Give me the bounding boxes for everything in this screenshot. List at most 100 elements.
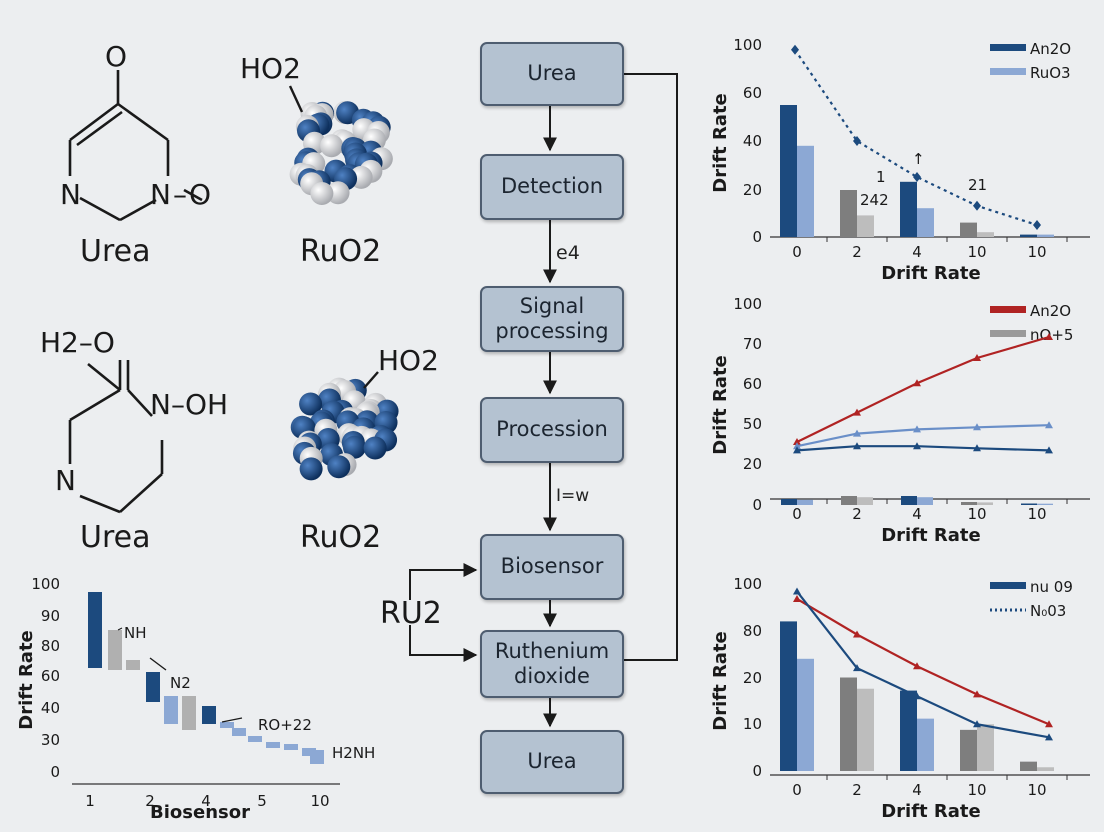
flow-node-procession[interactable]: Procession [480, 397, 624, 463]
flow-node-ruthenium-dioxide[interactable]: Ruthenium dioxide [480, 630, 624, 698]
y-tick-label: 0 [752, 762, 762, 780]
ruthenium-atom [299, 392, 323, 416]
y-tick-label: 60 [743, 84, 762, 102]
series-marker [1045, 733, 1053, 741]
series-marker [853, 429, 861, 437]
annotation-leader [221, 717, 243, 723]
x-tick-label: 10 [310, 792, 329, 810]
bar [977, 502, 993, 505]
oxygen-atom [310, 182, 334, 206]
x-tick-label: 4 [912, 505, 922, 523]
y-tick-label: 100 [733, 575, 762, 593]
bar [901, 496, 917, 505]
annotation-leader [149, 657, 167, 671]
flow-node-urea-start[interactable]: Urea [480, 42, 624, 106]
x-axis-title: Drift Rate [881, 801, 981, 822]
y-tick-label: 50 [743, 415, 762, 433]
series-marker [1045, 333, 1053, 340]
series-marker [793, 438, 801, 445]
bar [781, 499, 797, 505]
ru2-input-label: RU2 [380, 596, 442, 631]
y-tick-label: 0 [752, 496, 762, 514]
y-tick-label: 100 [733, 36, 762, 54]
floating-bar [164, 696, 178, 724]
legend-swatch [990, 68, 1026, 75]
ruthenium-atom [342, 435, 366, 459]
legend-label: RuO3 [1030, 64, 1071, 82]
x-tick-label: 10 [1027, 505, 1046, 523]
ho2-label-bottom: HO2 [378, 344, 439, 377]
x-tick-label: 0 [792, 781, 802, 799]
flow-node-detection[interactable]: Detection [480, 154, 624, 220]
trend-line [794, 49, 1038, 227]
y-tick-label: 20 [743, 181, 762, 199]
y-axis-title: Drift Rate [710, 355, 731, 455]
series-marker [973, 444, 981, 452]
ruo2-cluster-bottom [290, 377, 399, 481]
bar [961, 502, 977, 505]
series-marker [853, 442, 861, 450]
y-tick-label: 100 [31, 575, 60, 593]
bar [797, 145, 814, 237]
annotation: 21 [968, 176, 987, 194]
x-tick-label: 2 [852, 505, 862, 523]
y-tick-label: 100 [733, 295, 762, 313]
floating-bar [182, 696, 196, 730]
y-axis-title: Drift Rate [710, 631, 731, 731]
flow-node-biosensor[interactable]: Biosensor [480, 534, 624, 600]
bar [900, 181, 917, 237]
annotation: 1 [876, 168, 886, 186]
bar [857, 215, 874, 237]
series-line [796, 590, 1050, 739]
bar [960, 729, 977, 771]
y-tick-label: 0 [50, 763, 60, 781]
bar [1020, 761, 1037, 771]
flow-node-urea-end[interactable]: Urea [480, 730, 624, 794]
series-marker [793, 587, 801, 595]
urea-structure-top [68, 70, 203, 222]
x-tick-label: 10 [1027, 243, 1046, 261]
y-tick-label: 20 [743, 669, 762, 687]
bar [841, 496, 857, 505]
bar [797, 658, 814, 771]
y-tick-label: 60 [41, 667, 60, 685]
bar [1021, 503, 1037, 505]
edge-label-e4: e4 [556, 242, 580, 264]
bar [797, 499, 813, 505]
ruo2-label-top: RuO2 [300, 234, 382, 269]
trend-marker [1033, 220, 1041, 230]
y-tick-label: 60 [743, 375, 762, 393]
ruthenium-atom [327, 455, 351, 479]
y-tick-label: 40 [743, 132, 762, 150]
x-tick-label: 0 [792, 505, 802, 523]
urea-structure-bottom [68, 360, 164, 514]
urea-label-bottom: Urea [80, 520, 151, 555]
trend-marker [973, 200, 981, 211]
series-marker [913, 662, 921, 670]
x-tick-label: 4 [201, 792, 211, 810]
annotation: N2 [170, 674, 191, 692]
annotation-leader [117, 627, 123, 631]
bar [960, 222, 977, 237]
bar [1037, 234, 1054, 237]
series-marker [913, 425, 921, 433]
y-tick-label: 40 [41, 699, 60, 717]
bar [857, 497, 873, 505]
ruthenium-atom [363, 436, 387, 460]
floating-bar [126, 660, 140, 670]
floating-bar [302, 748, 316, 756]
flow-node-signal-processing[interactable]: Signal processing [480, 286, 624, 352]
annotation: 242 [860, 191, 889, 209]
series-marker [913, 692, 921, 700]
n-oh-group-label: N–OH [150, 388, 229, 421]
y-tick-label: 70 [743, 335, 762, 353]
series-marker [913, 379, 921, 387]
bar [977, 232, 994, 237]
h2-o-group-label: H2–O [40, 326, 115, 359]
bar [1020, 234, 1037, 237]
bar [977, 724, 994, 771]
y-tick-label: 90 [41, 607, 60, 625]
annotation: NH [124, 624, 147, 642]
